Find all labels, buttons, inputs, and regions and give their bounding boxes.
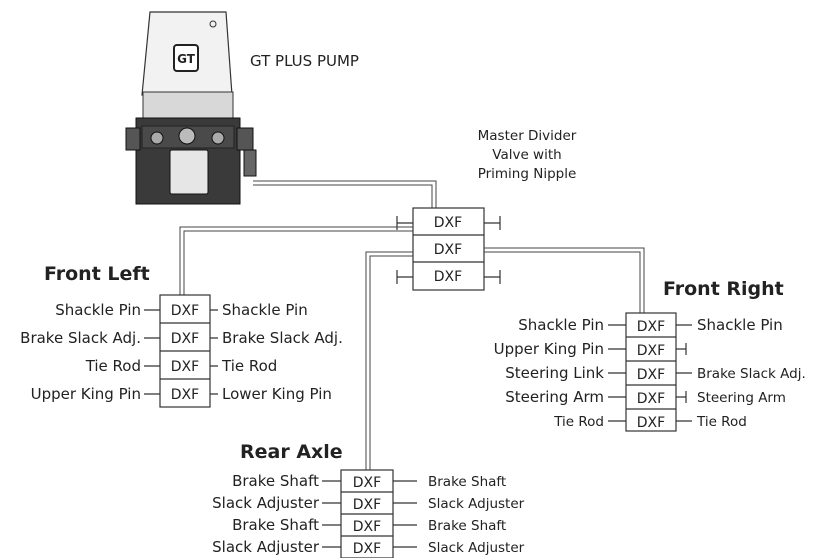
front-right-divider bbox=[625, 312, 677, 432]
pump-left-mount bbox=[125, 127, 141, 151]
pipe-rear-inner bbox=[369, 255, 413, 470]
master-divider-valve bbox=[412, 207, 485, 291]
front-left-right-3: Tie Rod bbox=[221, 357, 277, 375]
front-right-block-2: DXF bbox=[637, 343, 665, 359]
rear-axle-block-4: DXF bbox=[353, 541, 381, 557]
gt-logo-text: GT bbox=[177, 52, 196, 66]
front-right-left-2: Upper King Pin bbox=[494, 340, 604, 358]
master-plug-1-left-stub bbox=[396, 216, 413, 230]
front-right-tick-plug bbox=[608, 391, 687, 403]
master-plug-1-right bbox=[484, 216, 501, 230]
pump-left-port-icon bbox=[150, 131, 164, 145]
rear-axle-title: Rear Axle bbox=[240, 441, 343, 463]
front-right-block-3: DXF bbox=[637, 367, 665, 383]
master-block-3: DXF bbox=[434, 269, 462, 285]
pump-reservoir-base bbox=[142, 91, 234, 121]
pump-pipe-outer bbox=[253, 180, 437, 210]
pump-right-mount bbox=[236, 127, 254, 151]
pipe-front-right-outer bbox=[484, 247, 645, 313]
front-right-tick-plug bbox=[608, 343, 687, 355]
front-right-right-4: Steering Arm bbox=[697, 390, 786, 406]
pump-front-panel bbox=[169, 149, 209, 195]
master-caption-line2: Valve with bbox=[492, 147, 561, 163]
front-right-title: Front Right bbox=[663, 278, 784, 300]
front-left-block-4: DXF bbox=[171, 387, 199, 403]
front-right-block-4: DXF bbox=[637, 391, 665, 407]
rear-axle-right-2: Slack Adjuster bbox=[428, 496, 525, 512]
master-caption-line1: Master Divider bbox=[478, 128, 577, 144]
rear-axle-block-2: DXF bbox=[353, 497, 381, 513]
rear-axle-left-1: Brake Shaft bbox=[232, 472, 319, 490]
pipe-front-left-inner bbox=[183, 230, 413, 295]
front-right-right-3: Brake Slack Adj. bbox=[697, 366, 806, 382]
pipe-front-left-outer bbox=[179, 226, 413, 295]
rear-axle-left-2: Slack Adjuster bbox=[212, 494, 320, 512]
front-left-left-3: Tie Rod bbox=[85, 357, 141, 375]
front-left-block-1: DXF bbox=[171, 303, 199, 319]
master-block-2: DXF bbox=[434, 242, 462, 258]
front-right-left-4: Steering Arm bbox=[505, 388, 604, 406]
front-left-left-2: Brake Slack Adj. bbox=[20, 329, 141, 347]
front-left-left-1: Shackle Pin bbox=[55, 301, 141, 319]
rear-axle-right-3: Brake Shaft bbox=[428, 518, 506, 534]
pump-right-port-icon bbox=[211, 131, 225, 145]
front-right-left-3: Steering Link bbox=[505, 364, 604, 382]
master-caption-line3: Priming Nipple bbox=[478, 166, 577, 182]
gt-plus-pump: GT bbox=[125, 11, 257, 205]
front-right-left-1: Shackle Pin bbox=[518, 316, 604, 334]
master-block-1: DXF bbox=[434, 215, 462, 231]
pipe-front-right-inner bbox=[484, 251, 641, 313]
front-right-right-5: Tie Rod bbox=[696, 414, 747, 430]
front-right-right-1: Shackle Pin bbox=[697, 316, 783, 334]
rear-axle-left-3: Brake Shaft bbox=[232, 516, 319, 534]
pump-outlet-fitting bbox=[243, 149, 257, 177]
pump-center-port-icon bbox=[178, 127, 196, 145]
master-plug-3-right bbox=[484, 270, 501, 284]
front-right-left-5: Tie Rod bbox=[553, 414, 604, 430]
pump-label: GT PLUS PUMP bbox=[250, 52, 359, 70]
rear-axle-block-3: DXF bbox=[353, 519, 381, 535]
front-right-block-1: DXF bbox=[637, 319, 665, 335]
front-left-right-2: Brake Slack Adj. bbox=[222, 329, 343, 347]
front-left-left-4: Upper King Pin bbox=[31, 385, 141, 403]
front-left-right-4: Lower King Pin bbox=[222, 385, 332, 403]
rear-axle-right-4: Slack Adjuster bbox=[428, 540, 525, 556]
front-left-block-2: DXF bbox=[171, 331, 199, 347]
front-left-title: Front Left bbox=[44, 263, 150, 285]
rear-axle-block-1: DXF bbox=[353, 475, 381, 491]
gt-logo bbox=[173, 44, 199, 72]
rear-axle-left-4: Slack Adjuster bbox=[212, 538, 320, 556]
front-right-block-5: DXF bbox=[637, 415, 665, 431]
front-left-right-1: Shackle Pin bbox=[222, 301, 308, 319]
pump-fill-cap-icon bbox=[209, 20, 217, 28]
rear-axle-right-1: Brake Shaft bbox=[428, 474, 506, 490]
front-left-block-3: DXF bbox=[171, 359, 199, 375]
master-plug-3-left bbox=[396, 270, 413, 284]
pipe-rear-outer bbox=[365, 251, 413, 470]
pump-pipe-inner bbox=[253, 184, 433, 210]
